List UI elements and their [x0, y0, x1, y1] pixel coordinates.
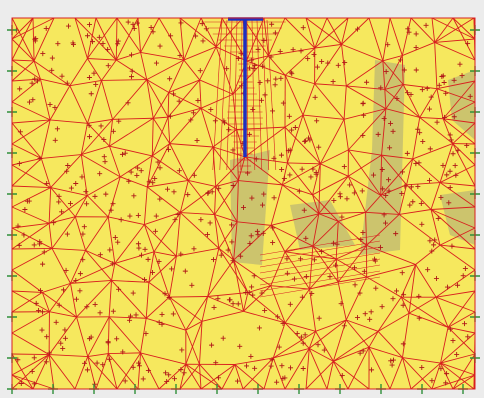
mesh-nodes [13, 19, 473, 387]
domain-border [11, 17, 476, 390]
sheet-pile-wall[interactable] [228, 17, 263, 157]
